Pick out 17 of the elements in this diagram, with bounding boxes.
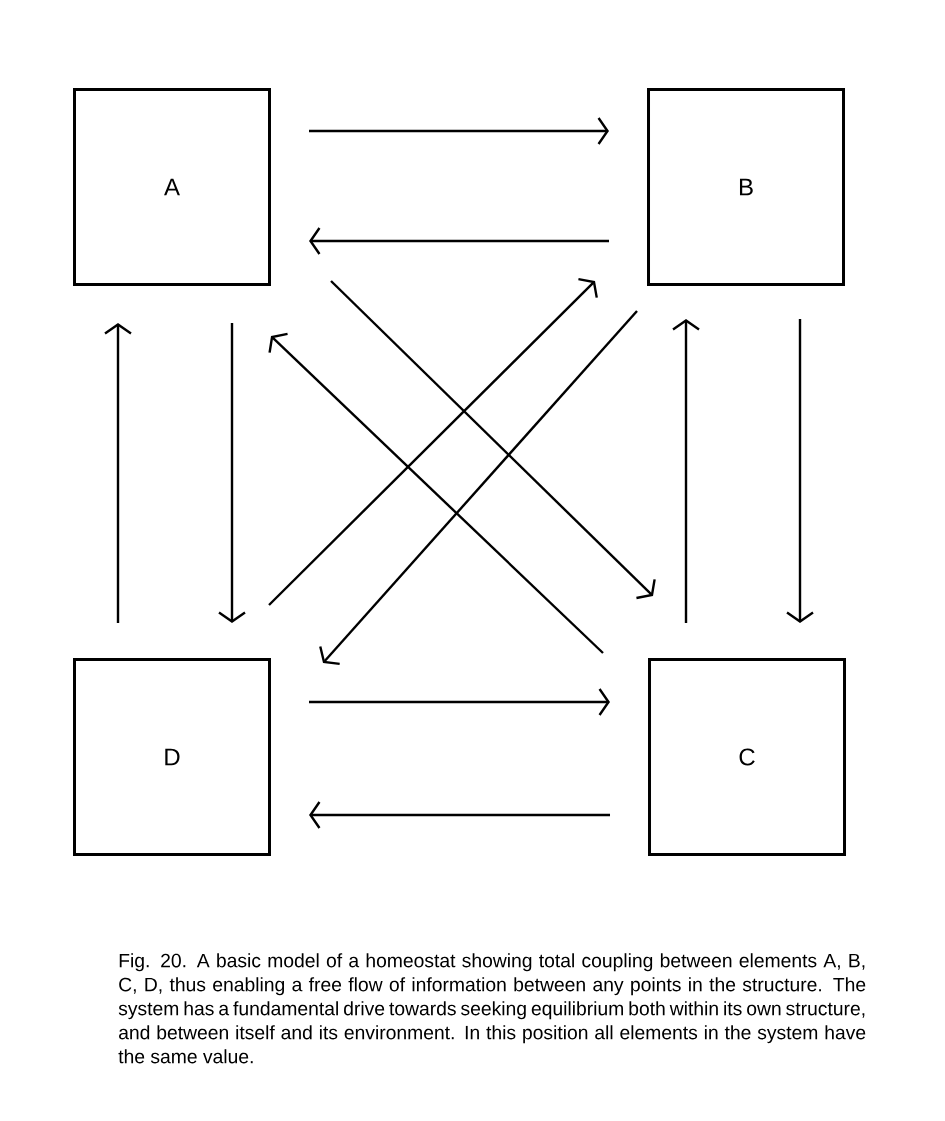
- arrow: [672, 319, 700, 623]
- arrow: [319, 310, 638, 666]
- element-box: C: [648, 658, 846, 856]
- arrow: [309, 227, 609, 255]
- arrow: [218, 323, 246, 623]
- element-box: A: [73, 88, 271, 286]
- arrow: [309, 688, 610, 716]
- arrow: [268, 332, 604, 654]
- element-box: B: [647, 88, 845, 286]
- arrow: [309, 117, 609, 145]
- arrow: [330, 280, 656, 600]
- arrow: [309, 801, 610, 829]
- arrow: [104, 323, 132, 623]
- arrow: [268, 277, 598, 606]
- element-box: D: [73, 658, 271, 856]
- arrow: [786, 319, 814, 623]
- caption: Fig. 20. A basic model of a homeostat showing total coupling between elements A, B, C, D, thus enabling a free flow of information between any points in the structure. The system has a fundamental drive towards seeking equilibrium both within its own structure, and between itself and its environment. In this position all elements in the system have the same value.: [118, 953, 866, 1064]
